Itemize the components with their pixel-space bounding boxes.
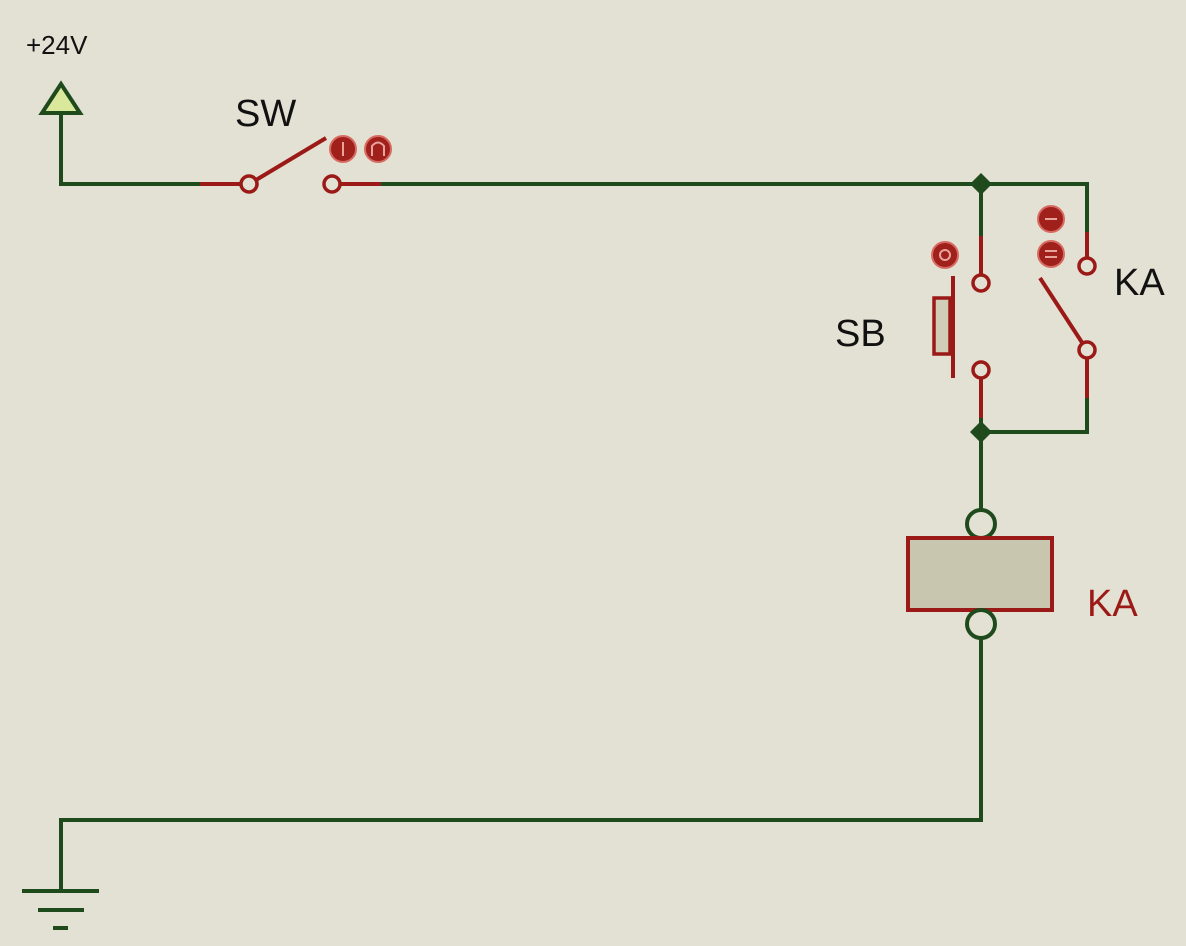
relay-contact-ka[interactable]: KA xyxy=(1037,205,1165,398)
relay-coil-ka[interactable]: KA xyxy=(906,508,1138,640)
junction-bottom xyxy=(970,421,992,443)
relay-contact-pin-top xyxy=(1077,256,1097,276)
pushbutton-sb-pin-bottom xyxy=(971,360,991,380)
switch-sw-label: SW xyxy=(235,93,296,135)
ground-icon xyxy=(22,889,99,930)
relay-coil-label: KA xyxy=(1087,583,1138,625)
power-label: +24V xyxy=(26,30,88,60)
pushbutton-sb-pin-top xyxy=(971,273,991,293)
wire-node-to-ka-contact xyxy=(979,182,1089,234)
relay-coil-body xyxy=(906,536,1054,612)
relay-contact-pin-bottom xyxy=(1077,340,1097,360)
switch-sw-pin-right xyxy=(322,174,342,194)
relay-coil-pin-top xyxy=(965,508,997,540)
probe-icon[interactable] xyxy=(1037,240,1065,268)
wires xyxy=(59,111,1089,892)
switch-sw[interactable]: SW xyxy=(200,93,392,194)
probe-icon[interactable] xyxy=(364,135,392,163)
probe-icon[interactable] xyxy=(931,241,959,269)
switch-sw-toggle-buttons[interactable] xyxy=(329,135,392,163)
switch-sw-blade xyxy=(254,136,328,182)
pushbutton-sb[interactable]: SB xyxy=(835,236,991,418)
switch-sw-pin-left xyxy=(239,174,259,194)
wire-power-to-sw xyxy=(59,111,202,186)
relay-contact-label: KA xyxy=(1114,262,1165,304)
wire-ka-contact-to-node xyxy=(979,396,1089,434)
relay-contact-blade xyxy=(1038,276,1085,346)
wire-coil-to-ground xyxy=(59,638,983,892)
relay-coil-pin-bottom xyxy=(965,608,997,640)
junction-top xyxy=(970,173,992,195)
power-arrow-icon xyxy=(38,80,84,115)
pushbutton-sb-actuator xyxy=(932,296,952,356)
power-terminal: +24V xyxy=(26,30,88,115)
pushbutton-sb-label: SB xyxy=(835,313,886,355)
